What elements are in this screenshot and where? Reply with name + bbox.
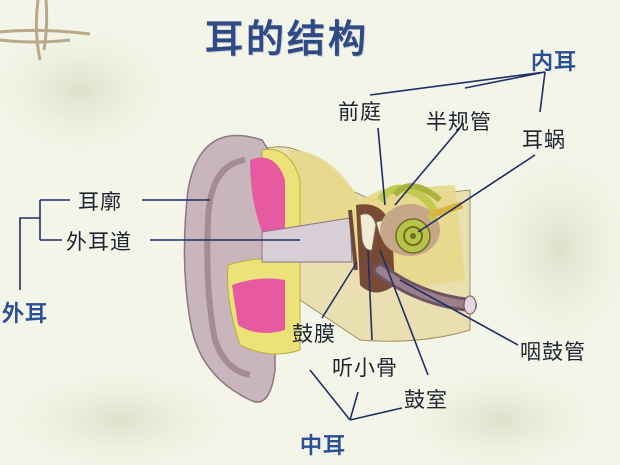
page-title: 耳的结构 (205, 17, 370, 61)
inner-ear-bracket (369, 71, 546, 113)
tissue-lower (232, 278, 285, 334)
group-label-outer-ear: 外耳 (2, 302, 49, 327)
label-eardrum: 鼓膜 (292, 322, 336, 346)
leader-lines (19, 71, 546, 421)
group-label-inner-ear: 内耳 (531, 50, 578, 75)
corner-ornament (0, 0, 91, 61)
label-auricle: 耳廓 (78, 190, 122, 214)
label-semicircular-canals: 半规管 (426, 110, 492, 134)
auricle-fold (204, 157, 251, 378)
ear-canal-shape (261, 217, 353, 263)
label-eustachian-tube: 咽鼓管 (520, 340, 586, 364)
label-vestibule: 前庭 (338, 100, 382, 124)
label-tympanic-cavity: 鼓室 (404, 388, 448, 412)
outer-ear-bracket (19, 199, 70, 290)
middle-ear-bracket (309, 369, 403, 421)
label-cochlea: 耳蜗 (522, 128, 566, 152)
group-label-middle-ear: 中耳 (300, 434, 347, 459)
label-ear-canal: 外耳道 (66, 230, 132, 254)
label-ossicles: 听小骨 (332, 356, 398, 380)
tissue-upper (250, 157, 285, 232)
eardrum-shape (348, 209, 358, 271)
